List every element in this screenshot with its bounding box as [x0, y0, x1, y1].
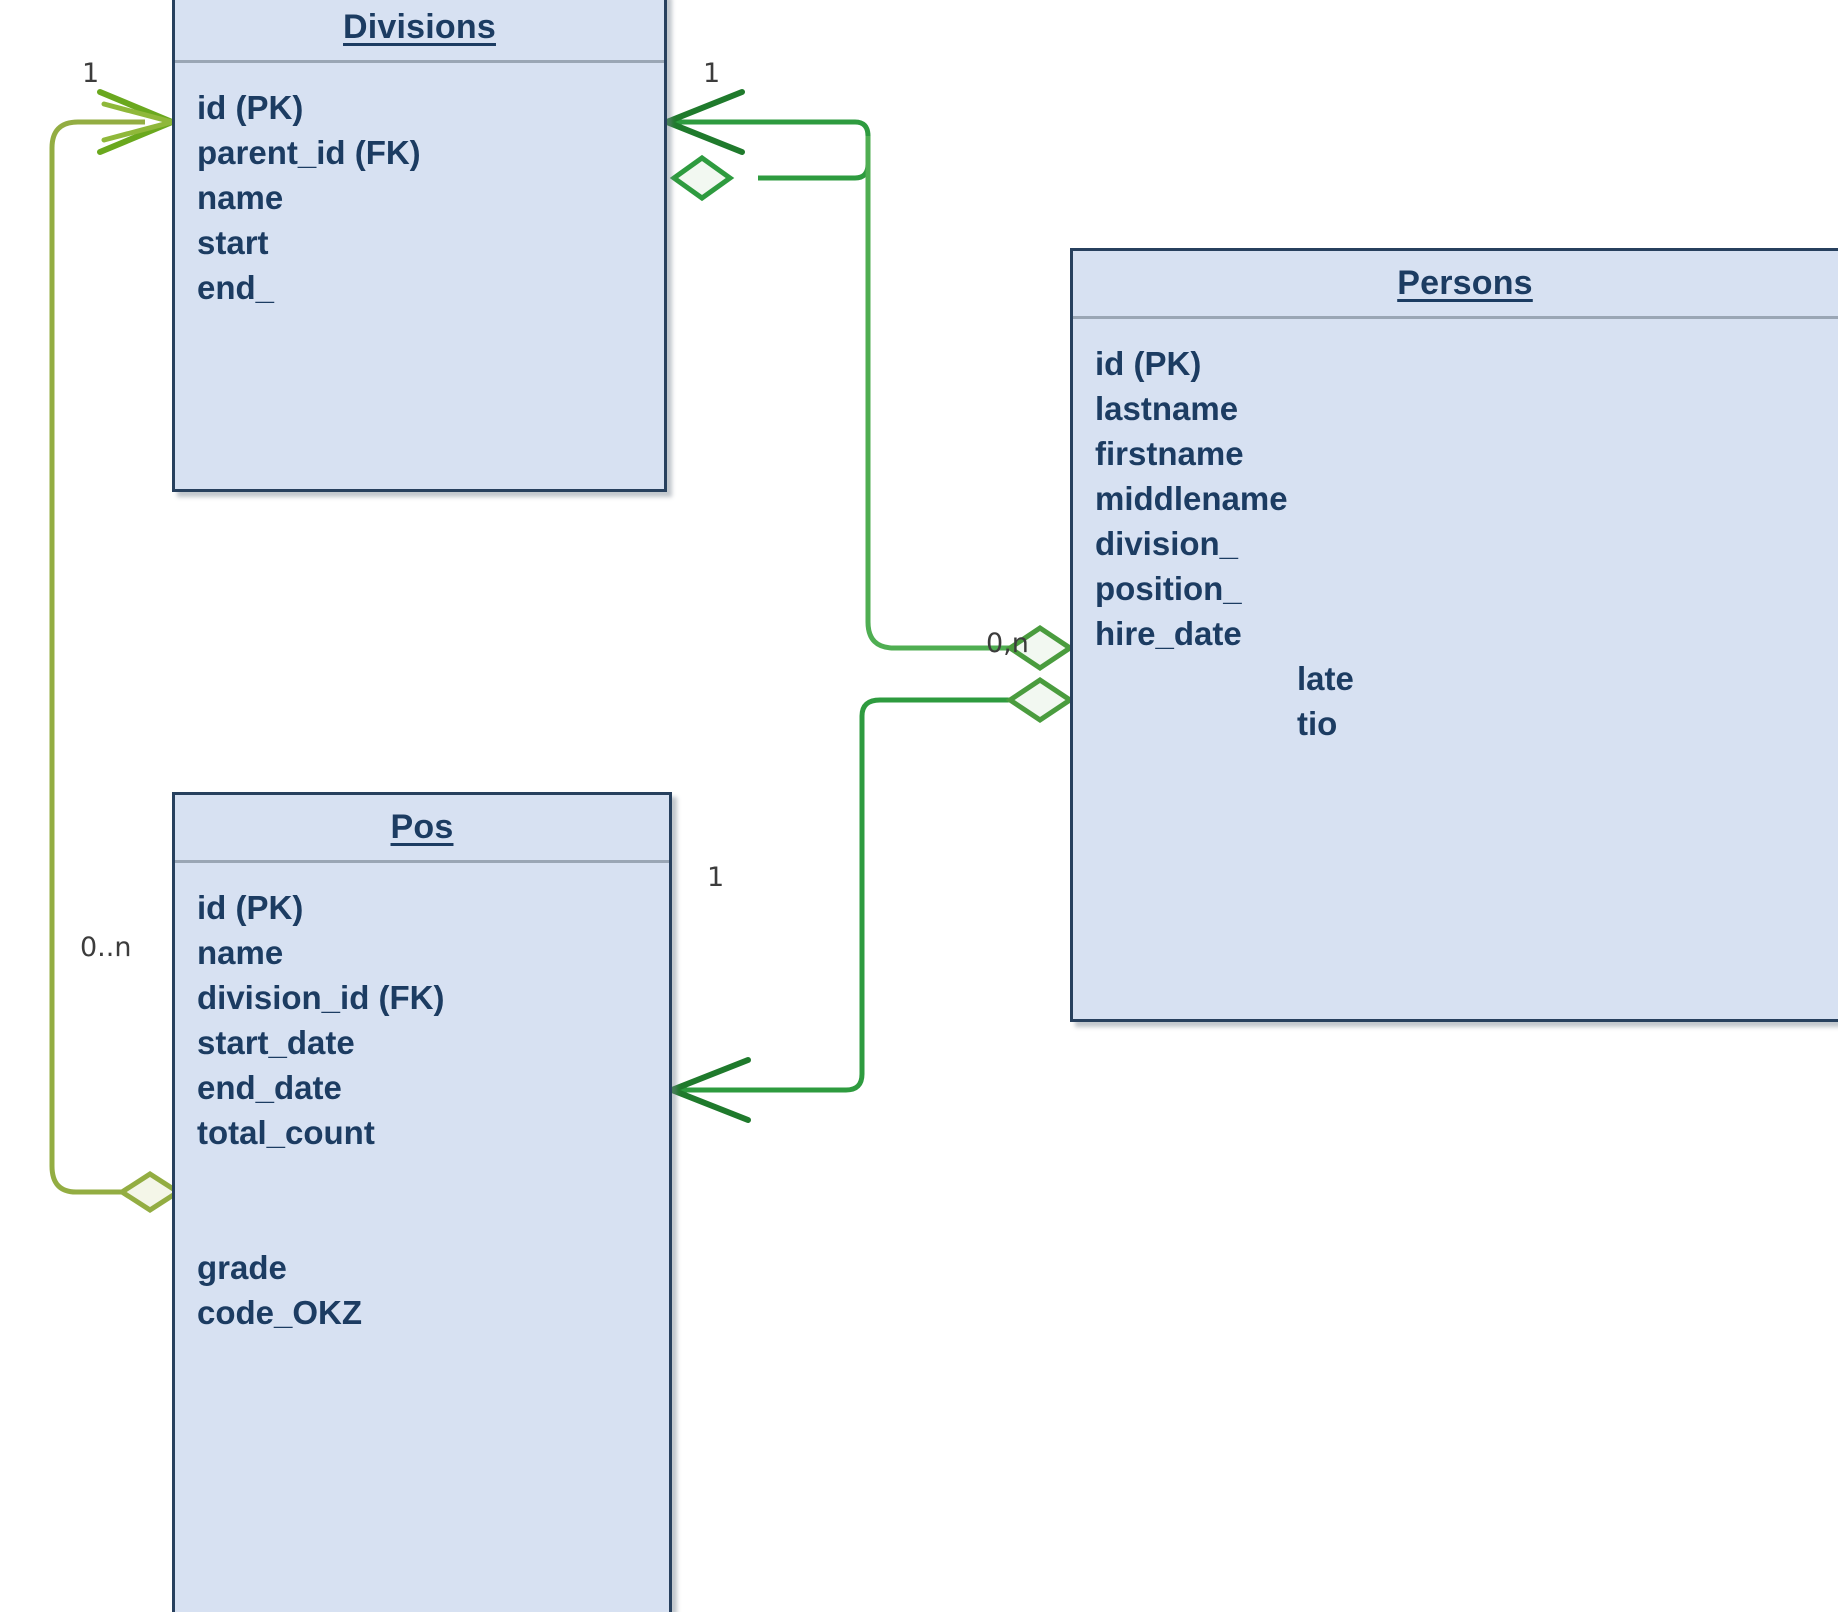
entity-pos-header: Pos: [175, 795, 669, 863]
cardinality-pos-left: 0..n: [80, 932, 132, 963]
entity-divisions-header: Divisions: [175, 0, 664, 63]
connector-divisions-persons[interactable]: [865, 136, 1075, 672]
entity-divisions[interactable]: Divisions id (PK) parent_id (FK) name st…: [172, 0, 667, 492]
attribute-row-clipped: late: [1297, 660, 1354, 697]
attribute-row: middlename: [1095, 480, 1288, 517]
entity-divisions-title: Divisions: [343, 8, 496, 46]
attribute-row: end_: [197, 269, 275, 306]
entity-persons-header: Persons: [1073, 251, 1838, 319]
entity-divisions-body: id (PK) parent_id (FK) name start end_: [175, 63, 664, 310]
attribute-spacer: [197, 1155, 669, 1200]
entity-pos-title: Pos: [390, 808, 454, 846]
attribute-row: lastname: [1095, 390, 1239, 427]
attribute-row: id (PK): [197, 889, 304, 926]
entity-persons-title: Persons: [1397, 264, 1533, 302]
connector-divisions-pos[interactable]: [49, 89, 183, 1213]
attribute-row: hire_date: [1095, 615, 1242, 652]
attribute-spacer: [197, 1200, 669, 1245]
attribute-row: id (PK): [1095, 345, 1202, 382]
attribute-row: end_date: [197, 1069, 342, 1106]
attribute-row: name: [197, 179, 284, 216]
cardinality-divisions-left: 1: [82, 58, 100, 89]
attribute-row: grade: [197, 1249, 287, 1286]
attribute-row-clipped: tio: [1297, 705, 1338, 742]
attribute-row: total_count: [197, 1114, 375, 1151]
attribute-row: position_: [1095, 570, 1242, 607]
connector-pos-persons[interactable]: [663, 676, 1075, 1123]
attribute-row: start: [197, 224, 269, 261]
cardinality-pos-right: 1: [707, 862, 725, 893]
connector-divisions-self[interactable]: [658, 89, 871, 202]
cardinality-persons: 0,n: [986, 628, 1029, 659]
attribute-row: firstname: [1095, 435, 1244, 472]
entity-persons-body: id (PK) lastname firstname middlename di…: [1073, 319, 1838, 746]
attribute-row: code_OKZ: [197, 1294, 363, 1331]
attribute-row: parent_id (FK): [197, 134, 421, 171]
attribute-row: division_: [1095, 525, 1239, 562]
entity-pos-body: id (PK) name division_id (FK) start_date…: [175, 863, 669, 1335]
cardinality-divisions-self: 1: [703, 58, 721, 89]
attribute-row: start_date: [197, 1024, 355, 1061]
entity-pos[interactable]: Pos id (PK) name division_id (FK) start_…: [172, 792, 672, 1612]
attribute-row: division_id (FK): [197, 979, 445, 1016]
attribute-row: id (PK): [197, 89, 304, 126]
attribute-row: name: [197, 934, 284, 971]
entity-persons[interactable]: Persons id (PK) lastname firstname middl…: [1070, 248, 1838, 1022]
